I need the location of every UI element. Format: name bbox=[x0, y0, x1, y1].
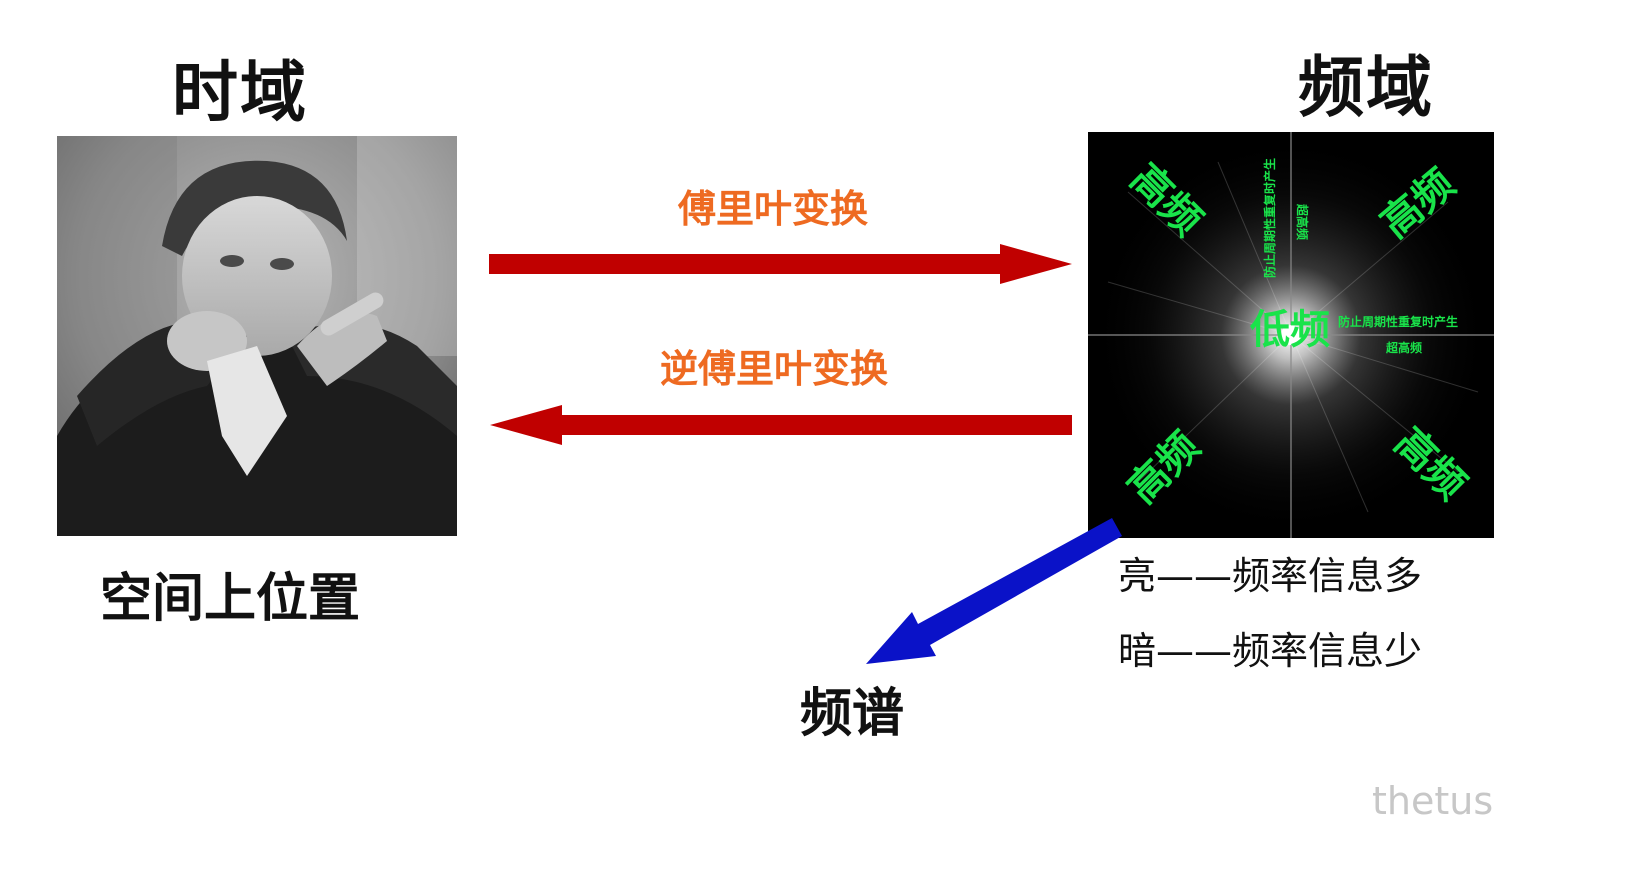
watermark-text: thetus bbox=[1372, 779, 1494, 823]
spectrum-caption: 频谱 bbox=[800, 684, 905, 744]
spatial-position-caption: 空间上位置 bbox=[100, 569, 361, 629]
frequency-spectrum: 高频 高频 高频 高频 低频 防止周期性重复时产生 超高频 防止周期性重复时产生… bbox=[1088, 132, 1494, 538]
frequency-domain-title: 频域 bbox=[1298, 49, 1434, 126]
dark-legend: 暗——频率信息少 bbox=[1118, 629, 1423, 673]
inverse-fourier-transform-arrow bbox=[490, 405, 1072, 445]
period-note-horizontal: 防止周期性重复时产生 bbox=[1338, 315, 1459, 329]
inverse-fourier-transform-label: 逆傅里叶变换 bbox=[660, 347, 889, 391]
spectrum-pointer-arrow bbox=[866, 518, 1122, 664]
fourier-transform-arrow bbox=[489, 244, 1072, 284]
fourier-transform-label: 傅里叶变换 bbox=[678, 187, 869, 231]
ultra-high-note-horizontal: 超高频 bbox=[1386, 341, 1423, 355]
low-frequency-label: 低频 bbox=[1250, 307, 1330, 353]
time-domain-photo bbox=[57, 136, 457, 536]
time-domain-title: 时域 bbox=[172, 54, 308, 131]
bright-legend: 亮——频率信息多 bbox=[1118, 554, 1423, 598]
